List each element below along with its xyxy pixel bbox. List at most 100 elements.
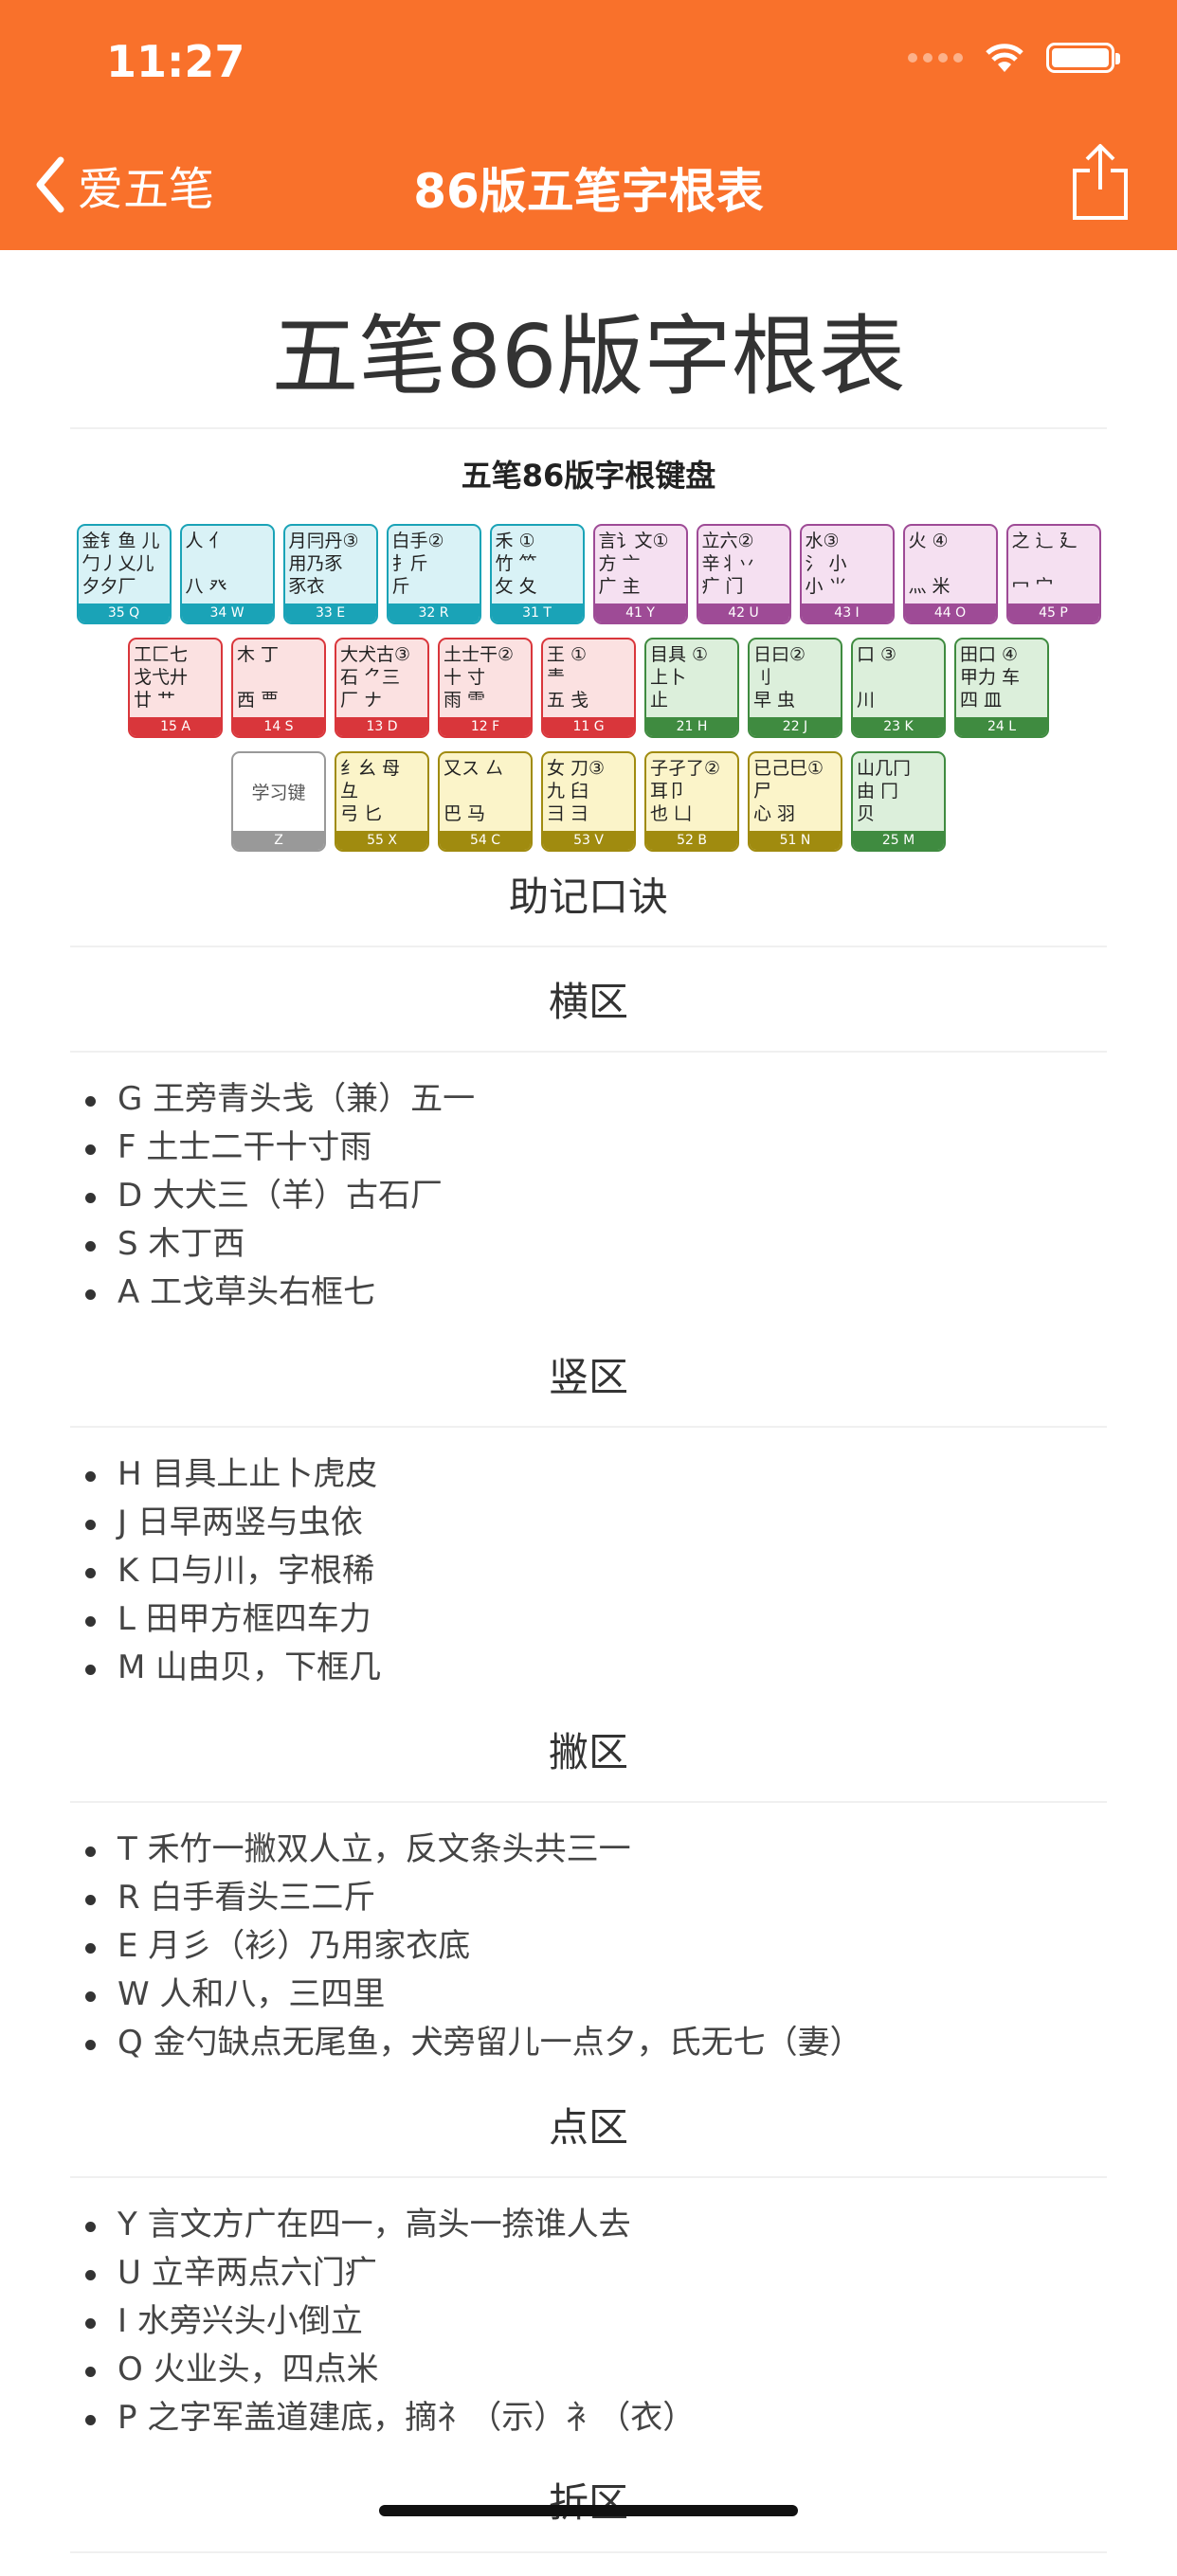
key-code-label: 23 K <box>853 717 944 737</box>
key-radicals: 子孑了② 耳卩 也 凵 <box>650 758 721 825</box>
back-button[interactable]: 爱五笔 <box>34 152 214 218</box>
key-radicals: 王 ① 龶 五 戋 <box>547 644 589 712</box>
key-radicals: 月冃丹③ 用乃豕 豕衣 <box>288 531 359 598</box>
key-code-label: 15 A <box>130 717 221 737</box>
key-code-label: 44 O <box>904 603 996 623</box>
divider <box>70 946 1107 948</box>
keyboard-key[interactable]: 女 刀③ 九 臼 彐 ⺕ 53 V <box>541 751 636 853</box>
keyboard-key[interactable]: 水③ 氵 小 小 ⺌43 I <box>799 524 895 625</box>
keyboard-title: 五笔86版字根键盘 <box>461 458 716 495</box>
key-code-label: 54 C <box>440 831 531 851</box>
key-radicals: 火 ④ 灬 米 <box>908 531 951 598</box>
keyboard-key[interactable]: 王 ① 龶 五 戋 11 G <box>541 638 636 739</box>
share-button[interactable] <box>1071 142 1130 225</box>
home-indicator[interactable] <box>379 2505 798 2516</box>
divider <box>70 427 1107 430</box>
key-radicals: 女 刀③ 九 臼 彐 ⺕ <box>547 758 606 825</box>
list-item: G 王旁青头戋（兼）五一 <box>70 1075 1107 1124</box>
list-item: D 大犬三（羊）古石厂 <box>70 1172 1107 1220</box>
key-code-label: 12 F <box>440 717 531 737</box>
key-radicals: 纟幺 母 彑 弓 匕 <box>340 758 401 825</box>
divider <box>70 2176 1107 2179</box>
status-time: 11:27 <box>106 36 245 87</box>
list-item: L 田甲方框四车力 <box>70 1595 1107 1644</box>
keyboard-key[interactable]: 纟幺 母 彑 弓 匕 55 X <box>335 751 429 853</box>
key-code-label: 41 Y <box>594 603 686 623</box>
keyboard-key[interactable]: 又ス 厶 巴 马 54 C <box>438 751 533 853</box>
key-radicals: 禾 ① 竹 ⺮ 攵 夂 <box>495 531 537 598</box>
keyboard-key[interactable]: 木 丁 西 覀 14 S <box>231 638 326 739</box>
divider <box>70 1426 1107 1429</box>
section-heading: 折区 <box>548 2479 628 2527</box>
section-heading: 竖区 <box>548 1354 628 1401</box>
list-item: R 白手看头三二斤 <box>70 1874 1107 1922</box>
key-code-label: 11 G <box>543 717 634 737</box>
list-item: Q 金勺缺点无尾鱼，犬旁留儿一点夕，氏无七（妻） <box>70 2019 1107 2067</box>
key-code-label: 14 S <box>233 717 324 737</box>
key-radicals: 口 ③ 川 <box>857 644 897 712</box>
key-code-label: 31 T <box>491 603 583 623</box>
key-code-label: 21 H <box>646 717 737 737</box>
wifi-icon <box>986 44 1023 72</box>
keyboard-key[interactable]: 禾 ① 竹 ⺮ 攵 夂 31 T <box>489 524 585 625</box>
list-item: K 口与川，字根稀 <box>70 1547 1107 1595</box>
key-code-label: 35 Q <box>78 603 170 623</box>
keyboard-key[interactable]: 火 ④ 灬 米 44 O <box>902 524 998 625</box>
key-code-label: 42 U <box>697 603 789 623</box>
list-item: U 立辛两点六门疒 <box>70 2249 1107 2297</box>
key-code-label: 33 E <box>284 603 376 623</box>
key-code-label: 32 R <box>388 603 480 623</box>
key-code-label: 45 P <box>1007 603 1099 623</box>
key-radicals: 又ス 厶 巴 马 <box>444 758 504 825</box>
divider <box>70 1051 1107 1054</box>
key-radicals: 学习键 <box>251 783 306 804</box>
key-radicals: 木 丁 西 覀 <box>237 644 280 712</box>
status-icons <box>908 42 1120 74</box>
key-radicals: 已己巳① 尸 心 羽 <box>753 758 824 825</box>
keyboard-key[interactable]: 月冃丹③ 用乃豕 豕衣 33 E <box>282 524 378 625</box>
list-item: A 工戈草头右框七 <box>70 1269 1107 1317</box>
keyboard-key[interactable]: 土士干② 十 寸 雨 ⻗ 12 F <box>438 638 533 739</box>
key-radicals: 白手② 扌斤 斤 <box>391 531 444 598</box>
key-radicals: 之 辶 廴 冖 宀 <box>1011 531 1077 598</box>
list-item: S 木丁西 <box>70 1220 1107 1269</box>
key-code-label: 24 L <box>956 717 1047 737</box>
list-item: I 水旁兴头小倒立 <box>70 2297 1107 2346</box>
page-title: 五笔86版字根表 <box>271 306 906 407</box>
keyboard-key[interactable]: 人 亻 八 癶 34 W <box>179 524 275 625</box>
list-item: H 目具上止卜虎皮 <box>70 1450 1107 1499</box>
key-code-label: 53 V <box>543 831 634 851</box>
key-code-label: 34 W <box>181 603 273 623</box>
share-icon <box>1073 144 1128 220</box>
keyboard-key[interactable]: 白手② 扌斤 斤 32 R <box>386 524 481 625</box>
keyboard-key[interactable]: 口 ③ 川 23 K <box>851 638 946 739</box>
section-heading: 横区 <box>548 979 628 1026</box>
key-code-label: 22 J <box>750 717 841 737</box>
key-code-label: 55 X <box>336 831 427 851</box>
key-radicals: 人 亻 八 癶 <box>185 531 227 598</box>
keyboard-key[interactable]: 之 辶 廴 冖 宀 45 P <box>1005 524 1101 625</box>
chevron-left-icon <box>36 156 64 213</box>
key-radicals: 土士干② 十 寸 雨 ⻗ <box>444 644 515 712</box>
key-code-label: 25 M <box>853 831 944 851</box>
section-heading: 点区 <box>548 2104 628 2152</box>
